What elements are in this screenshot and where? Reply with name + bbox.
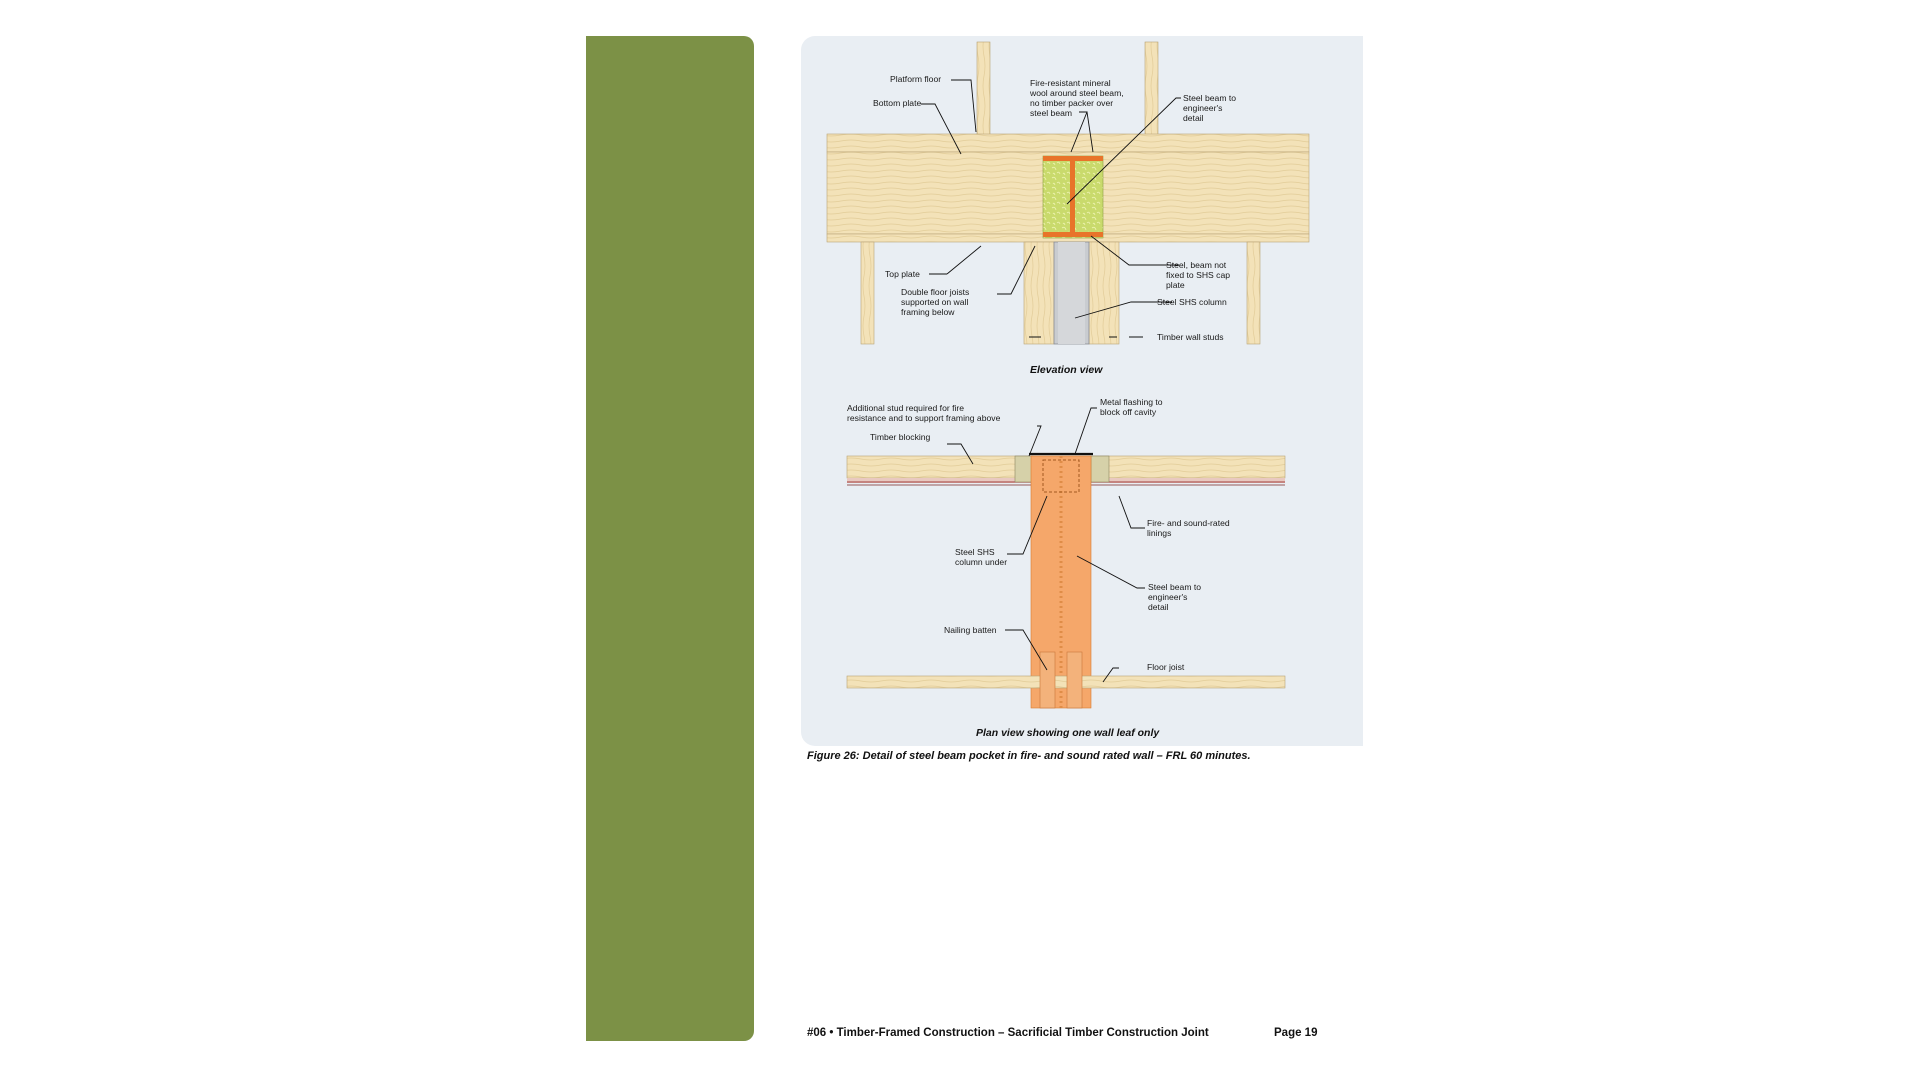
label-steel-beam-2: engineer's (1183, 103, 1222, 113)
label-bottom-plate: Bottom plate (873, 98, 921, 108)
label-metal-flashing-2: block off cavity (1100, 407, 1157, 417)
label-mineral-wool-4: steel beam (1030, 108, 1072, 118)
label-top-plate: Top plate (885, 269, 920, 279)
label-plan-steel-beam-1: Steel beam to (1148, 582, 1201, 592)
label-shs-under-2: column under (955, 557, 1007, 567)
elevation-labels: Platform floor Bottom plate Fire-resista… (873, 74, 1236, 376)
label-double-joists-3: framing below (901, 307, 955, 317)
label-mineral-wool-1: Fire-resistant mineral (1030, 78, 1111, 88)
label-mineral-wool-3: no timber packer over (1030, 98, 1113, 108)
label-steel-beam-1: Steel beam to (1183, 93, 1236, 103)
label-additional-stud-2: resistance and to support framing above (847, 413, 1001, 423)
elevation-view (826, 41, 1310, 345)
page-number: Page 19 (1274, 1027, 1318, 1039)
label-mineral-wool-2: wool around steel beam, (1029, 88, 1124, 98)
label-metal-flashing-1: Metal flashing to (1100, 397, 1163, 407)
label-plan-steel-beam-2: engineer's (1148, 592, 1187, 602)
label-double-joists-1: Double floor joists (901, 287, 969, 297)
label-shs-under-1: Steel SHS (955, 547, 995, 557)
label-timber-blocking: Timber blocking (870, 432, 931, 442)
label-double-joists-2: supported on wall (901, 297, 968, 307)
steel-beam-pocket-diagram: Platform floor Bottom plate Fire-resista… (826, 41, 1310, 739)
label-shs-column: Steel SHS column (1157, 297, 1227, 307)
footer-title: #06 • Timber-Framed Construction – Sacri… (807, 1027, 1209, 1039)
plan-view (846, 407, 1286, 709)
plan-labels: Additional stud required for fire resist… (847, 397, 1230, 739)
sidebar-band (586, 36, 754, 1041)
label-linings-1: Fire- and sound-rated (1147, 518, 1230, 528)
label-plan-steel-beam-3: detail (1148, 602, 1169, 612)
label-floor-joist: Floor joist (1147, 662, 1185, 672)
label-steel-beam-3: detail (1183, 113, 1204, 123)
label-linings-2: linings (1147, 528, 1171, 538)
label-wall-studs: Timber wall studs (1157, 332, 1224, 342)
label-platform-floor: Platform floor (890, 74, 941, 84)
page-footer: #06 • Timber-Framed Construction – Sacri… (807, 1027, 1317, 1039)
elevation-view-title: Elevation view (1030, 364, 1103, 376)
plan-view-title: Plan view showing one wall leaf only (976, 727, 1160, 739)
label-nailing-batten: Nailing batten (944, 625, 997, 635)
label-beam-not-fixed-3: plate (1166, 280, 1185, 290)
figure-panel: Platform floor Bottom plate Fire-resista… (801, 36, 1363, 746)
label-additional-stud-1: Additional stud required for fire (847, 403, 964, 413)
label-beam-not-fixed-2: fixed to SHS cap (1166, 270, 1230, 280)
label-beam-not-fixed-1: Steel, beam not (1166, 260, 1227, 270)
figure-caption: Figure 26: Detail of steel beam pocket i… (807, 750, 1251, 762)
